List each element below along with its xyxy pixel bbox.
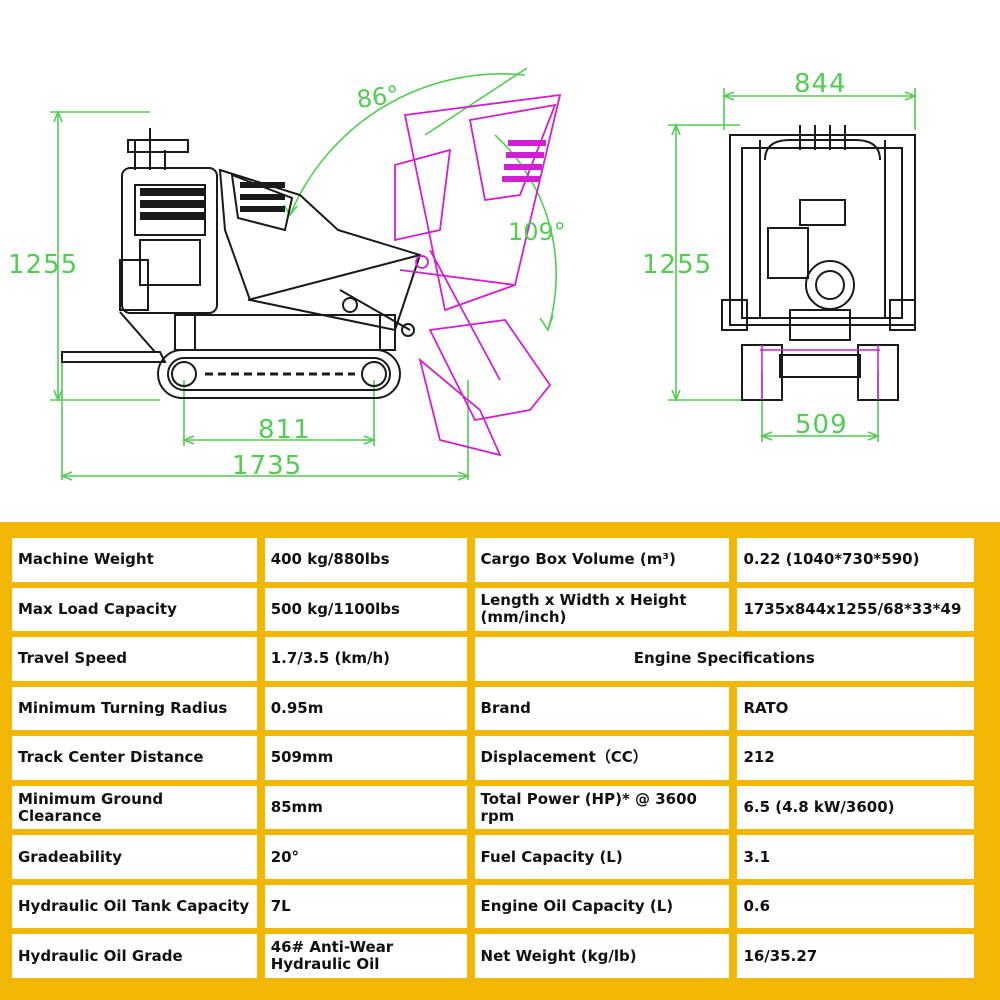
dim-track-center: 509 bbox=[795, 410, 848, 440]
spec-label: Brand bbox=[474, 686, 730, 731]
spec-value: 85mm bbox=[264, 785, 467, 830]
spec-value: 6.5 (4.8 kW/3600) bbox=[737, 785, 974, 830]
spec-value: 212 bbox=[737, 736, 974, 780]
table-row: Max Load Capacity 500 kg/1100lbs Length … bbox=[12, 587, 974, 632]
spec-label: Cargo Box Volume (m³) bbox=[474, 538, 730, 582]
spec-value: 0.22 (1040*730*590) bbox=[737, 538, 974, 582]
spec-value: 20° bbox=[264, 835, 467, 879]
front-view-machine bbox=[721, 125, 916, 401]
spec-label: Gradeability bbox=[12, 835, 257, 879]
table-row: Travel Speed 1.7/3.5 (km/h) Engine Speci… bbox=[12, 637, 974, 681]
spec-label: Net Weight (kg/lb) bbox=[474, 934, 730, 978]
dim-track-length: 811 bbox=[258, 415, 311, 445]
side-view-machine bbox=[61, 128, 422, 399]
spec-value: 0.6 bbox=[737, 884, 974, 929]
engine-spec-header: Engine Specifications bbox=[474, 637, 974, 681]
dim-height-right: 1255 bbox=[642, 250, 712, 280]
dim-angle-86: 86° bbox=[355, 80, 401, 114]
dim-height-left: 1255 bbox=[8, 250, 78, 280]
table-row: Minimum Ground Clearance 85mm Total Powe… bbox=[12, 785, 974, 830]
spec-value: 500 kg/1100lbs bbox=[264, 587, 467, 632]
spec-value: 0.95m bbox=[264, 686, 467, 731]
dim-angle-109: 109° bbox=[508, 218, 566, 246]
side-view-grille bbox=[140, 182, 285, 220]
table-row: Machine Weight 400 kg/880lbs Cargo Box V… bbox=[12, 538, 974, 582]
spec-label: Minimum Ground Clearance bbox=[12, 785, 257, 830]
spec-value: 400 kg/880lbs bbox=[264, 538, 467, 582]
spec-value: 16/35.27 bbox=[737, 934, 974, 978]
spec-value: RATO bbox=[737, 686, 974, 731]
technical-drawing: 1255 1735 811 86° 109° bbox=[8, 67, 918, 481]
side-view-dump-raised bbox=[394, 93, 562, 457]
spec-value: 46# Anti-Wear Hydraulic Oil bbox=[264, 934, 467, 978]
dim-total-length: 1735 bbox=[232, 451, 302, 481]
table-row: Gradeability 20° Fuel Capacity (L) 3.1 bbox=[12, 835, 974, 879]
spec-label: Total Power (HP)* @ 3600 rpm bbox=[474, 785, 730, 830]
spec-label: Machine Weight bbox=[12, 538, 257, 582]
table-row: Hydraulic Oil Tank Capacity 7L Engine Oi… bbox=[12, 884, 974, 929]
spec-value: 3.1 bbox=[737, 835, 974, 879]
front-view-track-marks bbox=[760, 345, 880, 400]
spec-value: 1735x844x1255/68*33*49 bbox=[737, 587, 974, 632]
spec-label: Hydraulic Oil Tank Capacity bbox=[12, 884, 257, 929]
spec-table: Machine Weight 400 kg/880lbs Cargo Box V… bbox=[4, 532, 982, 984]
dim-width: 844 bbox=[794, 69, 847, 99]
spec-label: Minimum Turning Radius bbox=[12, 686, 257, 731]
side-view-dump-grille bbox=[502, 140, 546, 182]
spec-label: Hydraulic Oil Grade bbox=[12, 934, 257, 978]
spec-panel: Machine Weight 400 kg/880lbs Cargo Box V… bbox=[0, 522, 1000, 1000]
spec-label: Max Load Capacity bbox=[12, 587, 257, 632]
table-row: Hydraulic Oil Grade 46# Anti-Wear Hydrau… bbox=[12, 934, 974, 978]
spec-label: Displacement（CC） bbox=[474, 736, 730, 780]
spec-label: Travel Speed bbox=[12, 637, 257, 681]
table-row: Minimum Turning Radius 0.95m Brand RATO bbox=[12, 686, 974, 731]
spec-label: Engine Oil Capacity (L) bbox=[474, 884, 730, 929]
spec-value: 1.7/3.5 (km/h) bbox=[264, 637, 467, 681]
spec-value: 509mm bbox=[264, 736, 467, 780]
spec-value: 7L bbox=[264, 884, 467, 929]
table-row: Track Center Distance 509mm Displacement… bbox=[12, 736, 974, 780]
spec-label: Length x Width x Height (mm/inch) bbox=[474, 587, 730, 632]
spec-label: Fuel Capacity (L) bbox=[474, 835, 730, 879]
spec-label: Track Center Distance bbox=[12, 736, 257, 780]
